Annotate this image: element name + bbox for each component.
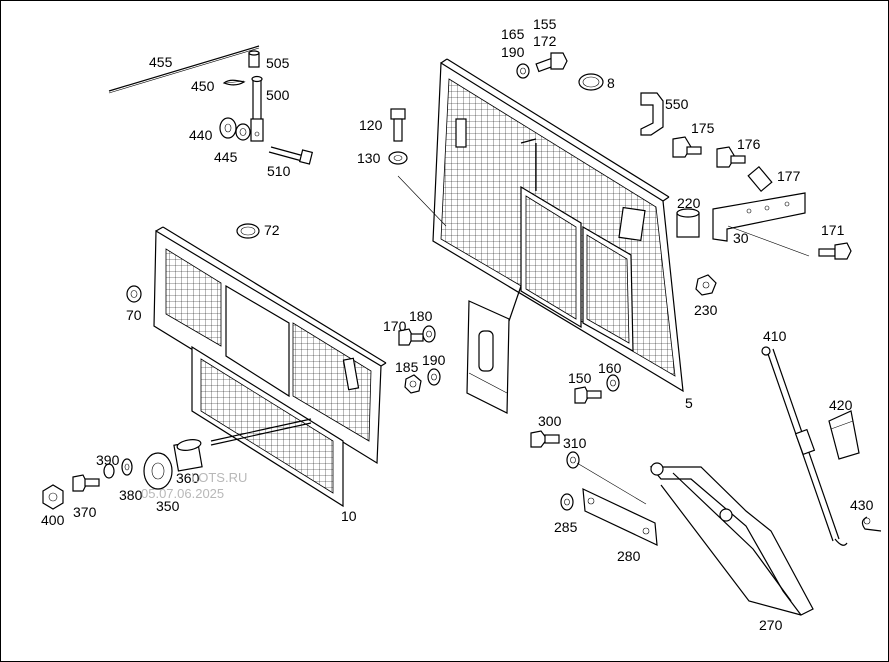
part-360-bushing xyxy=(173,439,203,472)
part-175-bolt xyxy=(672,136,702,158)
leader-310 xyxy=(576,462,647,505)
part-180-washer xyxy=(422,325,436,343)
label-400: 400 xyxy=(41,512,65,528)
part-130-washer xyxy=(388,151,408,165)
part-430-clip xyxy=(861,516,882,532)
label-170: 170 xyxy=(383,318,407,334)
gate-10 xyxy=(153,226,387,508)
label-310: 310 xyxy=(563,435,587,451)
label-130: 130 xyxy=(357,150,381,166)
label-165: 165 xyxy=(501,26,525,42)
label-190: 190 xyxy=(422,352,446,368)
part-190-washer-top xyxy=(516,63,530,79)
hinge-plate xyxy=(466,285,522,414)
label-455: 455 xyxy=(149,54,173,70)
part-172-bolt xyxy=(535,52,568,73)
part-510-pin xyxy=(268,146,314,165)
gate-5 xyxy=(432,58,684,393)
label-410: 410 xyxy=(763,328,787,344)
part-350-cap xyxy=(143,452,173,490)
label-390: 390 xyxy=(96,452,120,468)
leader-30 xyxy=(727,225,810,257)
part-177-pin xyxy=(747,165,773,193)
part-190-washer xyxy=(427,368,441,386)
part-8-ring xyxy=(578,73,604,91)
part-390-washer xyxy=(121,458,133,476)
label-175: 175 xyxy=(691,120,715,136)
part-170-bolt xyxy=(398,328,424,346)
label-30: 30 xyxy=(733,230,749,246)
label-430: 430 xyxy=(850,497,874,513)
part-72-ring xyxy=(236,223,260,239)
part-185-nut xyxy=(404,374,422,394)
part-230-nut xyxy=(695,274,717,296)
label-172: 172 xyxy=(533,33,557,49)
leader-130 xyxy=(397,175,447,227)
label-300: 300 xyxy=(538,413,562,429)
label-280: 280 xyxy=(617,548,641,564)
part-150-bolt xyxy=(574,386,602,404)
label-120: 120 xyxy=(359,117,383,133)
part-450-pin xyxy=(222,79,246,86)
label-180: 180 xyxy=(409,308,433,324)
label-160: 160 xyxy=(598,360,622,376)
part-310-washer xyxy=(566,451,580,469)
part-220-bushing xyxy=(676,208,700,238)
label-185: 185 xyxy=(395,359,419,375)
part-176-bolt xyxy=(716,146,746,168)
part-280-bracket xyxy=(582,488,658,546)
label-171: 171 xyxy=(821,222,845,238)
part-300-bolt xyxy=(530,430,560,448)
part-445-washer xyxy=(235,123,251,141)
part-410-strut xyxy=(761,346,848,546)
label-10: 10 xyxy=(341,508,357,524)
part-440-washer xyxy=(219,117,237,139)
label-190-top: 190 xyxy=(501,44,525,60)
label-8: 8 xyxy=(607,75,615,91)
label-177: 177 xyxy=(777,168,801,184)
label-420: 420 xyxy=(829,397,853,413)
part-380-washer xyxy=(103,463,115,479)
part-370-bolt xyxy=(72,474,100,492)
label-72: 72 xyxy=(264,222,280,238)
watermark-site: LOTS.RU xyxy=(191,470,247,485)
label-220: 220 xyxy=(677,195,701,211)
part-160-washer xyxy=(606,374,620,392)
label-270: 270 xyxy=(759,617,783,633)
part-550-bracket xyxy=(640,92,664,136)
label-150: 150 xyxy=(568,370,592,386)
label-440: 440 xyxy=(189,127,213,143)
label-360: 360 xyxy=(176,470,200,486)
label-550: 550 xyxy=(665,96,689,112)
rod-455 xyxy=(108,45,260,94)
label-155: 155 xyxy=(533,16,557,32)
part-400-nut xyxy=(42,484,64,510)
label-450: 450 xyxy=(191,78,215,94)
label-445: 445 xyxy=(214,149,238,165)
label-510: 510 xyxy=(267,163,291,179)
label-500: 500 xyxy=(266,87,290,103)
part-285-washer xyxy=(560,493,574,511)
watermark-date: 05.07.06.2025 xyxy=(141,486,224,501)
label-5: 5 xyxy=(685,395,693,411)
label-370: 370 xyxy=(73,504,97,520)
part-270-handle xyxy=(649,462,814,616)
label-285: 285 xyxy=(554,519,578,535)
part-30-bracket xyxy=(712,192,806,242)
label-505: 505 xyxy=(266,55,290,71)
label-230: 230 xyxy=(694,302,718,318)
label-176: 176 xyxy=(737,136,761,152)
part-505-cylinder xyxy=(248,50,260,68)
part-120-bolt xyxy=(390,108,406,142)
part-70-washer xyxy=(126,285,142,303)
label-380: 380 xyxy=(119,487,143,503)
part-500-bolt xyxy=(250,75,264,142)
part-171-bolt xyxy=(818,242,852,260)
label-70: 70 xyxy=(126,307,142,323)
label-350: 350 xyxy=(156,498,180,514)
part-420-latch xyxy=(828,410,860,460)
